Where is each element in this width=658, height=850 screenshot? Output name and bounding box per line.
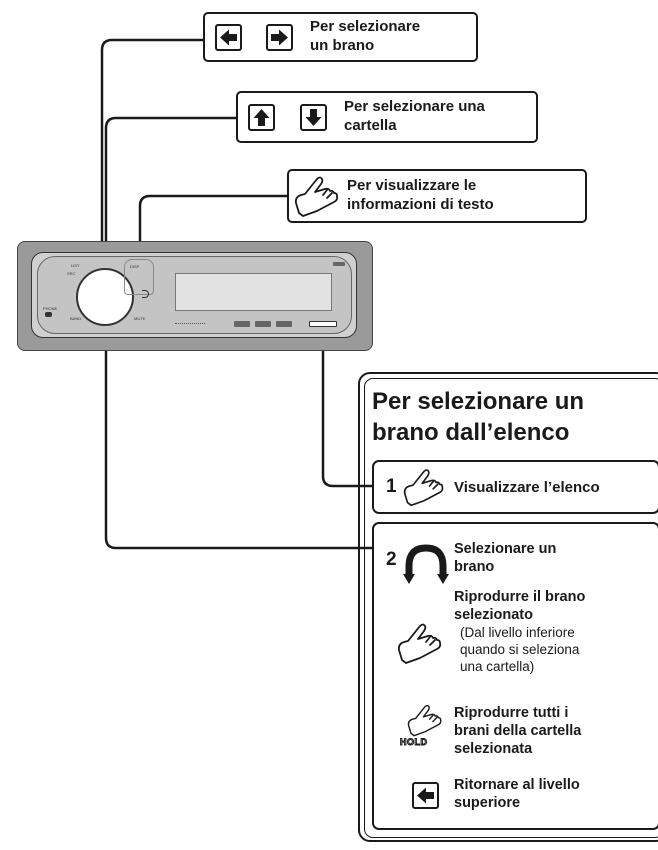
press-finger-icon — [397, 623, 442, 664]
callout-select-folder: Per selezionare una cartella — [236, 91, 538, 143]
step-2-select-text: Selezionare un brano — [454, 541, 557, 575]
return-icon — [142, 290, 149, 298]
step-2-box: 2 Selezionare un brano Riprodurre il bra… — [372, 522, 658, 830]
down-arrow-icon — [300, 104, 327, 131]
press-finger-icon — [403, 469, 444, 507]
rotate-dial-icon — [403, 544, 449, 584]
stereo-label-phone: PHONE — [43, 306, 58, 311]
press-finger-icon — [407, 704, 442, 737]
callout-select-track-text: Per selezionare un brano — [310, 18, 421, 54]
step-1-number: 1 — [386, 476, 397, 497]
stereo-small-marks — [175, 323, 205, 327]
callout-text-info: Per visualizzare le informazioni di test… — [287, 169, 587, 223]
panel-title: Per selezionare un brano dall’elenco — [372, 388, 585, 446]
step-2-hold-text: Riprodurre tutti i brani della cartella … — [454, 705, 582, 757]
callout-text-info-text: Per visualizzare le informazioni di test… — [347, 177, 494, 213]
step-2-back-text: Ritornare al livello superiore — [454, 777, 580, 811]
step-1-box: 1 Visualizzare l’elenco — [372, 460, 658, 514]
list-button[interactable] — [309, 321, 337, 327]
stereo-button-2[interactable] — [255, 321, 271, 327]
stereo-label-mute: MUTE — [134, 316, 146, 321]
stereo-label-src: SRC — [67, 271, 76, 276]
stereo-indicator — [333, 262, 345, 266]
callout-select-folder-text: Per selezionare una cartella — [344, 98, 485, 134]
hold-label: HOLD — [400, 737, 428, 748]
step-2-number: 2 — [386, 549, 397, 570]
stereo-label-disp: DISP — [130, 264, 140, 269]
press-finger-icon — [294, 176, 339, 217]
list-selection-panel: Per selezionare un brano dall’elenco — [358, 372, 658, 842]
phone-icon — [45, 312, 52, 317]
step-1-text: Visualizzare l’elenco — [454, 479, 600, 496]
right-arrow-icon — [266, 24, 293, 51]
left-arrow-icon — [215, 24, 242, 51]
panel-inner-border — [364, 378, 658, 838]
stereo-button-3[interactable] — [276, 321, 292, 327]
step-2-note: (Dal livello inferiore quando si selezio… — [460, 625, 580, 674]
stereo-label-band: BAND — [70, 316, 82, 321]
stereo-display — [175, 273, 332, 311]
stereo-label-list: LIST — [71, 263, 80, 268]
step-2-play-text: Riprodurre il brano selezionato — [454, 589, 586, 623]
left-arrow-icon — [412, 782, 439, 809]
disp-button[interactable] — [124, 259, 154, 295]
callout-select-track: Per selezionare un brano — [203, 12, 478, 62]
up-arrow-icon — [248, 104, 275, 131]
car-stereo: LIST DISP SRC BAND MUTE PHONE — [17, 241, 373, 351]
stereo-button-1[interactable] — [234, 321, 250, 327]
